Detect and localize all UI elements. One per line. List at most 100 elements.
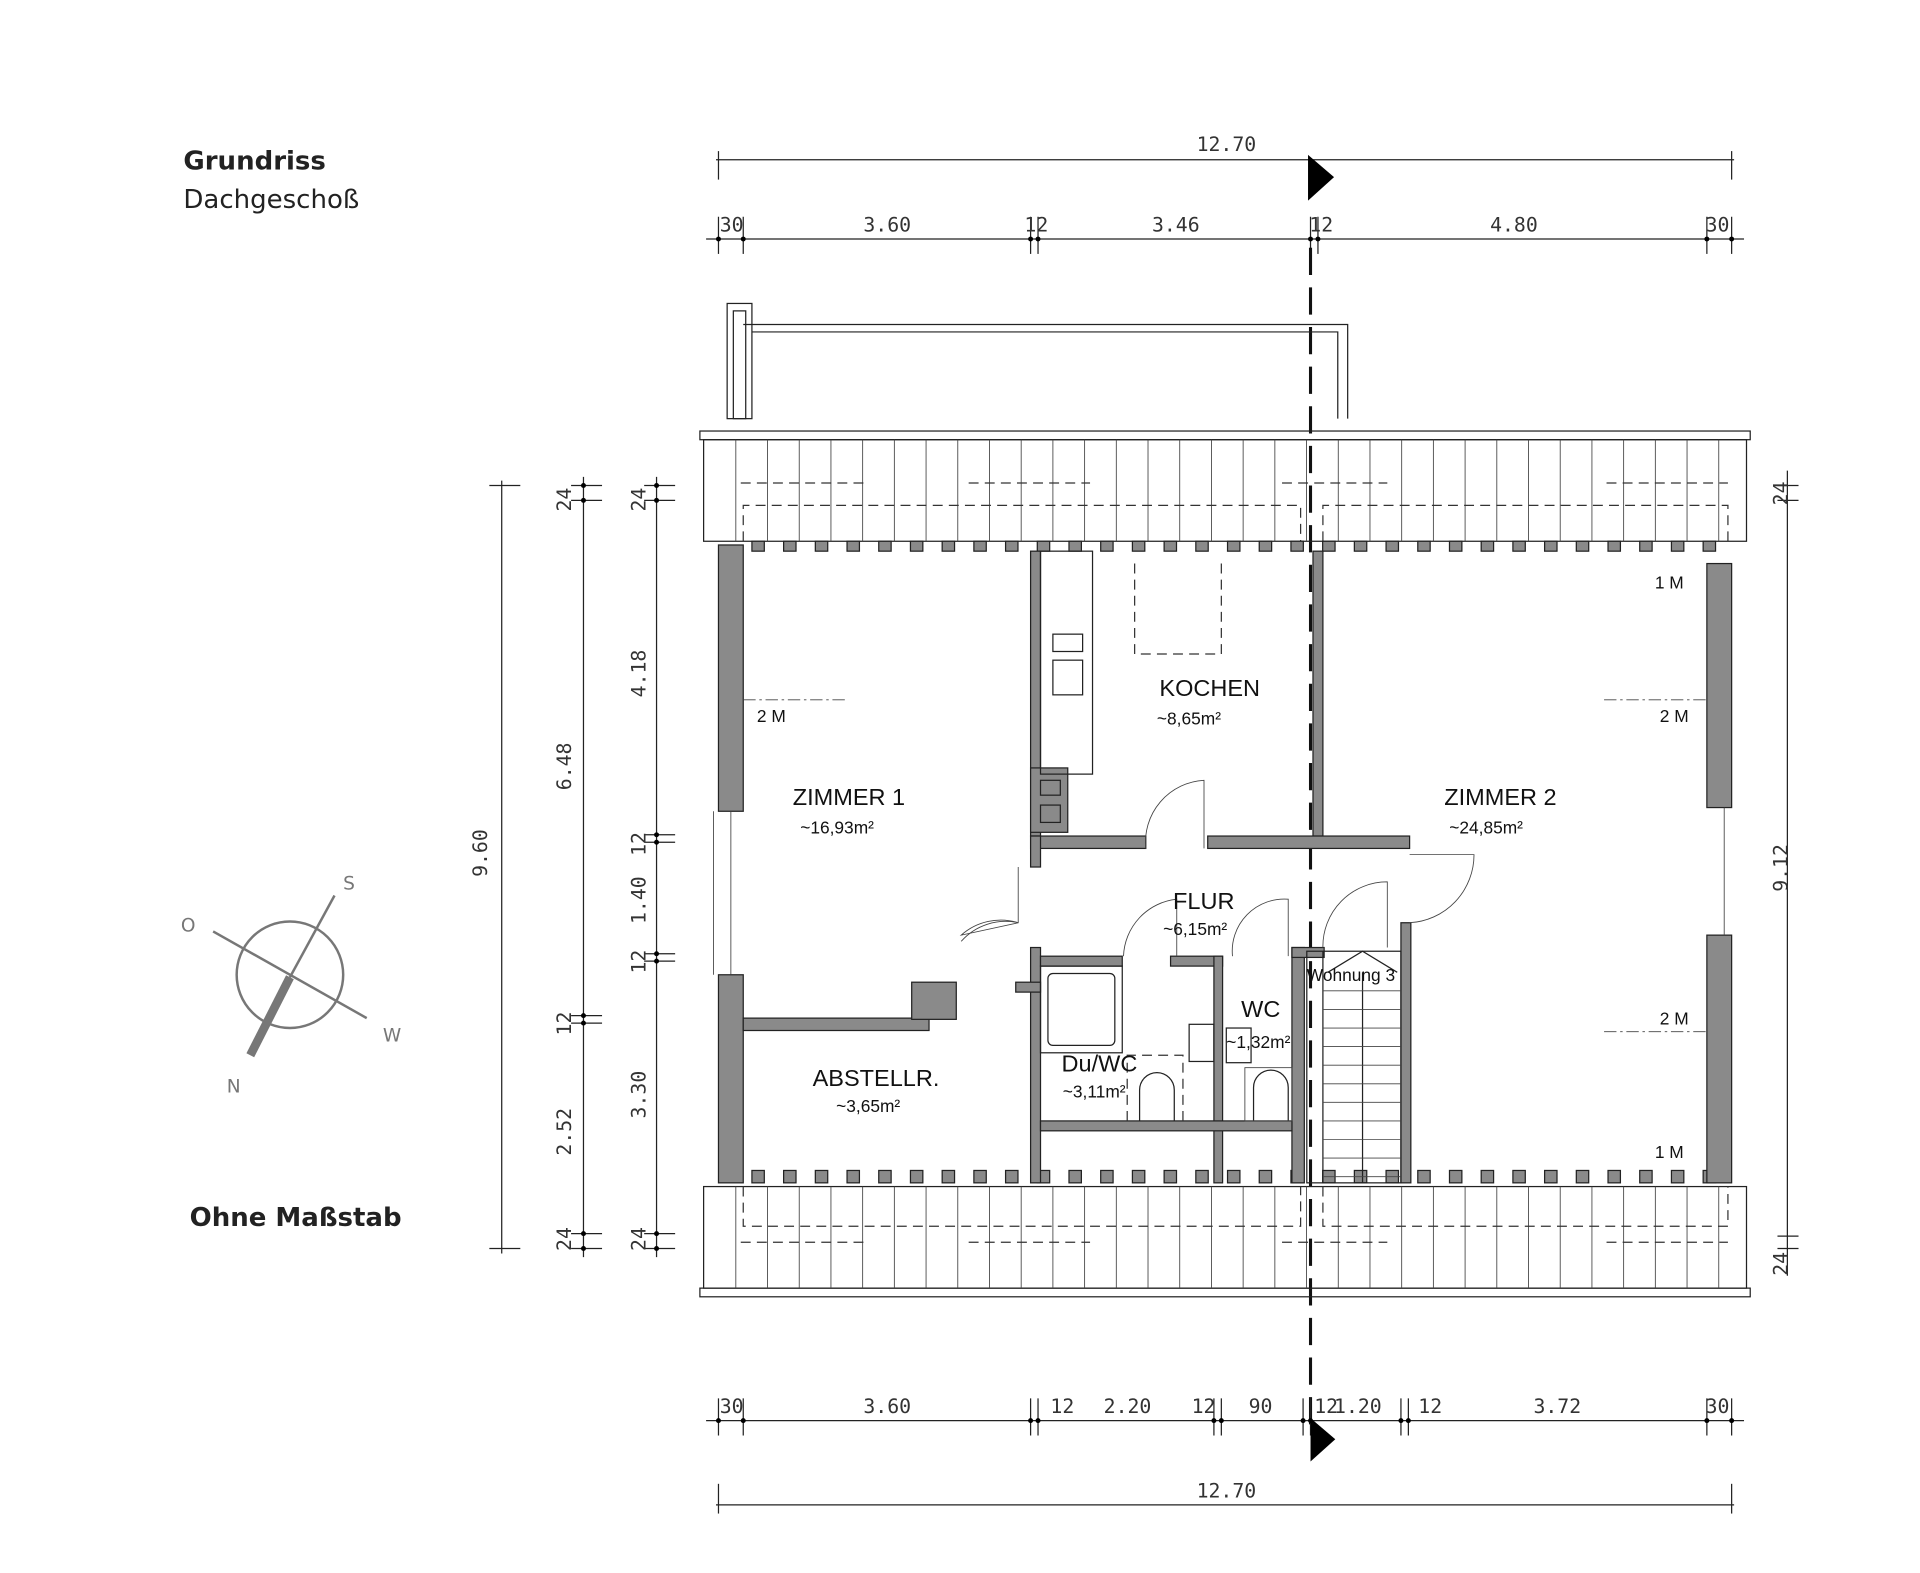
dim-dot <box>654 832 660 838</box>
dim-label: 9.12 <box>1769 844 1792 892</box>
rafter-block <box>1290 540 1304 552</box>
room-zimmer-2: ZIMMER 2 ~24,85m² <box>1444 784 1556 837</box>
dim-dot <box>1704 1418 1710 1424</box>
dim-dot <box>1315 236 1321 242</box>
room-name: ZIMMER 1 <box>793 784 905 810</box>
dim-dot <box>580 1246 586 1251</box>
rafter-block <box>1543 540 1558 552</box>
rafter-block <box>814 540 829 552</box>
dim-dot <box>1028 236 1034 242</box>
rafter-block <box>1670 1169 1685 1184</box>
rafter-block <box>1575 540 1590 552</box>
left-dimensions: 9.60 24 6.48 12 2.52 24 24 4.18 12 1.40 … <box>469 476 676 1258</box>
room-area: ~1,32m² <box>1226 1032 1290 1052</box>
rafter-block <box>878 1169 892 1184</box>
rafter-block <box>941 1169 956 1184</box>
dim-label: 9.60 <box>469 829 492 877</box>
dim-dot <box>654 958 660 964</box>
stove-icon <box>1052 659 1084 696</box>
rafter-block <box>1036 540 1051 552</box>
dim-dot <box>1035 236 1041 242</box>
rafter-block <box>1607 540 1622 552</box>
rafter-block <box>1226 540 1241 552</box>
rafter-block <box>1322 540 1336 552</box>
dim-label: 12 <box>1050 1395 1074 1418</box>
rafter-block <box>1353 540 1368 552</box>
rafter-block <box>1670 540 1685 552</box>
dim-top-total: 12.70 <box>1197 133 1257 156</box>
room-area: ~8,65m² <box>1157 709 1221 729</box>
dim-label: 12 <box>1314 1395 1338 1418</box>
rafter-block <box>1004 540 1019 552</box>
rafter-block <box>846 540 861 552</box>
dim-dot <box>654 1246 660 1251</box>
rafter-block <box>1226 1169 1241 1184</box>
dim-dot <box>1028 1418 1034 1424</box>
scale-note: Ohne Maßstab <box>190 1203 402 1233</box>
roof-top <box>699 430 1751 542</box>
height-mark: 1 M <box>1655 1142 1684 1162</box>
dim-label: 12 <box>627 950 650 974</box>
dim-label: 4.18 <box>627 650 650 698</box>
dim-dot <box>1035 1418 1041 1424</box>
rafter-block <box>1512 1169 1526 1184</box>
height-mark: 2 M <box>757 706 786 726</box>
dim-dot <box>1405 1418 1411 1424</box>
dim-dot <box>580 1020 586 1026</box>
dim-label: 12 <box>553 1012 576 1036</box>
room-name: ZIMMER 2 <box>1444 784 1556 810</box>
dim-dot <box>715 1418 721 1424</box>
room-name: KOCHEN <box>1159 675 1260 701</box>
dim-dot <box>715 236 721 242</box>
dim-dot <box>654 497 660 503</box>
dim-label: 1.40 <box>627 876 650 924</box>
dim-label: 24 <box>1769 1252 1792 1276</box>
rafter-block <box>973 1169 987 1184</box>
dim-label: 24 <box>553 488 576 512</box>
dim-label: 12 <box>1418 1395 1442 1418</box>
dim-label: 30 <box>1706 1395 1730 1418</box>
dim-label: 3.60 <box>863 1395 911 1418</box>
dim-label: 30 <box>720 1395 744 1418</box>
rafter-block <box>1543 1169 1558 1184</box>
rafter-block <box>1607 1169 1622 1184</box>
compass-north: N <box>227 1076 241 1097</box>
dim-dot <box>654 951 660 957</box>
rafter-block <box>1004 1169 1019 1184</box>
stair-label: Wohnung 3 <box>1307 965 1395 985</box>
walls <box>713 544 1733 1184</box>
dim-label: 2.20 <box>1104 1395 1152 1418</box>
room-area: ~16,93m² <box>800 818 874 838</box>
dim-label: 30 <box>720 214 744 237</box>
washbasin-icon <box>1188 1023 1215 1063</box>
height-mark: 1 M <box>1655 572 1684 592</box>
dim-label: 3.60 <box>863 214 911 237</box>
shower-tray-icon <box>1039 965 1123 1054</box>
dim-label: 3.30 <box>627 1071 650 1119</box>
room-area: ~24,85m² <box>1449 818 1523 838</box>
plan-subtitle: Dachgeschoß <box>183 185 359 215</box>
dim-label: 12 <box>1192 1395 1216 1418</box>
rafter-block <box>1448 1169 1463 1184</box>
top-dimensions: 12.70 30 3.60 12 3.46 12 4.80 30 <box>706 133 1745 254</box>
rafter-block <box>1417 540 1431 552</box>
dim-label: 24 <box>627 1227 650 1251</box>
room-area: ~3,11m² <box>1063 1081 1126 1101</box>
rafter-block <box>941 540 956 552</box>
dim-dot <box>580 483 586 489</box>
rafter-block <box>973 540 987 552</box>
compass-south: S <box>343 873 355 894</box>
room-flur: FLUR ~6,15m² <box>1163 888 1234 939</box>
dim-label: 24 <box>627 488 650 512</box>
dim-label: 90 <box>1249 1395 1273 1418</box>
room-name: Du/WC <box>1062 1050 1138 1076</box>
rafter-block <box>1480 540 1495 552</box>
dim-dot <box>1398 1418 1404 1424</box>
dim-dot <box>580 1231 586 1237</box>
dim-label: 24 <box>553 1227 576 1251</box>
rafter-block <box>1480 1169 1495 1184</box>
room-du-wc: Du/WC ~3,11m² <box>1062 1050 1138 1101</box>
height-mark: 2 M <box>1660 1008 1689 1028</box>
compass-icon: O S W N <box>181 873 401 1097</box>
room-zimmer-1: ZIMMER 1 ~16,93m² <box>793 784 905 837</box>
